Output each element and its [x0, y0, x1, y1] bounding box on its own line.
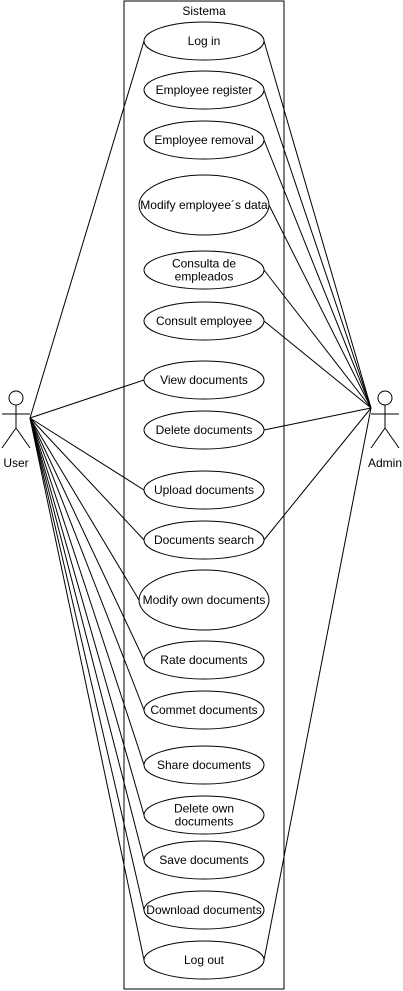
association-admin-consulta-empleados: [263, 269, 372, 409]
use-case-label: Documents search: [154, 533, 254, 547]
actor-limb: [15, 427, 31, 449]
association-admin-login: [263, 40, 372, 409]
use-case-ellipse[interactable]: [143, 640, 265, 680]
use-case-modify-employee-data[interactable]: Modify employee´s data: [138, 174, 270, 236]
use-case-label: Modify employee´s data: [140, 198, 268, 212]
use-case-ellipse[interactable]: [143, 840, 265, 880]
use-case-label: Delete documents: [156, 423, 253, 437]
use-case-documents-search[interactable]: Documents search: [143, 520, 265, 560]
actor-head: [377, 390, 393, 406]
use-case-view-documents[interactable]: View documents: [143, 360, 265, 400]
actors: User Admin: [1, 390, 402, 470]
use-case-ellipse[interactable]: [143, 410, 265, 450]
use-case-label: Consulta de: [172, 257, 236, 271]
use-case-label: Download documents: [146, 903, 261, 917]
use-case-delete-documents[interactable]: Delete documents: [143, 410, 265, 450]
system-title: Sistema: [182, 4, 226, 18]
use-case-ellipse[interactable]: [143, 470, 265, 510]
use-case-ellipse[interactable]: [138, 174, 270, 236]
actor-limb: [1, 427, 17, 449]
use-case-label: Log in: [188, 34, 221, 48]
use-case-ellipse[interactable]: [143, 250, 265, 290]
use-case-upload-documents[interactable]: Upload documents: [143, 470, 265, 510]
use-case-label: Modify own documents: [143, 593, 266, 607]
use-case-ellipse[interactable]: [143, 690, 265, 730]
association-admin-delete-documents: [263, 407, 372, 431]
use-case-commet-documents[interactable]: Commet documents: [143, 690, 265, 730]
use-case-ellipse[interactable]: [143, 745, 265, 785]
association-user-view-documents: [29, 379, 145, 419]
use-case-ellipse[interactable]: [143, 520, 265, 560]
actor-admin: [370, 390, 400, 449]
use-case-rate-documents[interactable]: Rate documents: [143, 640, 265, 680]
actor-label-admin: Admin: [368, 456, 402, 470]
use-case-ellipse[interactable]: [143, 795, 265, 835]
actor-limb: [384, 427, 400, 449]
association-admin-employee-removal: [263, 139, 372, 409]
association-admin-modify-employee-data: [268, 204, 372, 409]
use-case-login[interactable]: Log in: [143, 21, 265, 61]
use-case-label: Upload documents: [154, 483, 254, 497]
use-case-label: Consult employee: [156, 314, 252, 328]
actor-label-user: User: [3, 456, 28, 470]
use-case-download-documents[interactable]: Download documents: [143, 890, 265, 930]
use-case-employee-removal[interactable]: Employee removal: [143, 120, 265, 160]
association-admin-documents-search: [263, 407, 372, 541]
use-case-ellipse[interactable]: [143, 940, 265, 980]
use-case-ellipse[interactable]: [138, 569, 270, 631]
use-case-label: empleados: [175, 270, 234, 284]
use-case-ellipse[interactable]: [143, 890, 265, 930]
association-user-save-documents: [29, 417, 145, 861]
use-case-ellipse[interactable]: [143, 301, 265, 341]
use-case-ellipse[interactable]: [143, 21, 265, 61]
use-case-ellipse[interactable]: [143, 70, 265, 110]
use-case-label: Commet documents: [150, 703, 257, 717]
use-case-ellipse[interactable]: [143, 120, 265, 160]
actor-user: [1, 390, 31, 449]
actor-head: [8, 390, 24, 406]
use-case-label: View documents: [160, 373, 248, 387]
association-user-delete-own-documents: [29, 417, 145, 816]
use-case-consult-employee[interactable]: Consult employee: [143, 301, 265, 341]
use-case-label: Log out: [184, 953, 225, 967]
use-case-logout[interactable]: Log out: [143, 940, 265, 980]
use-case-label: documents: [175, 815, 234, 829]
use-case-label: Save documents: [159, 853, 248, 867]
use-case-employee-register[interactable]: Employee register: [143, 70, 265, 110]
association-user-download-documents: [29, 417, 145, 911]
association-user-rate-documents: [29, 417, 145, 661]
association-user-logout: [29, 417, 145, 961]
association-user-documents-search: [29, 417, 145, 541]
use-case-label: Delete own: [174, 802, 234, 816]
actor-limb: [370, 427, 386, 449]
use-case-label: Share documents: [157, 758, 251, 772]
association-lines: [29, 40, 372, 961]
association-user-login: [29, 40, 145, 419]
association-user-commet-documents: [29, 417, 145, 711]
association-admin-consult-employee: [263, 320, 372, 409]
use-case-label: Rate documents: [160, 653, 247, 667]
system-boundary: [123, 0, 285, 990]
association-user-share-documents: [29, 417, 145, 766]
association-admin-employee-register: [263, 89, 372, 409]
use-case-save-documents[interactable]: Save documents: [143, 840, 265, 880]
use-case-share-documents[interactable]: Share documents: [143, 745, 265, 785]
association-user-modify-own-documents: [29, 417, 140, 601]
association-user-upload-documents: [29, 417, 145, 491]
use-case-modify-own-documents[interactable]: Modify own documents: [138, 569, 270, 631]
use-case-label: Employee removal: [154, 133, 253, 147]
association-admin-logout: [263, 407, 372, 961]
use-case-label: Employee register: [156, 83, 253, 97]
use-case-ellipse[interactable]: [143, 360, 265, 400]
